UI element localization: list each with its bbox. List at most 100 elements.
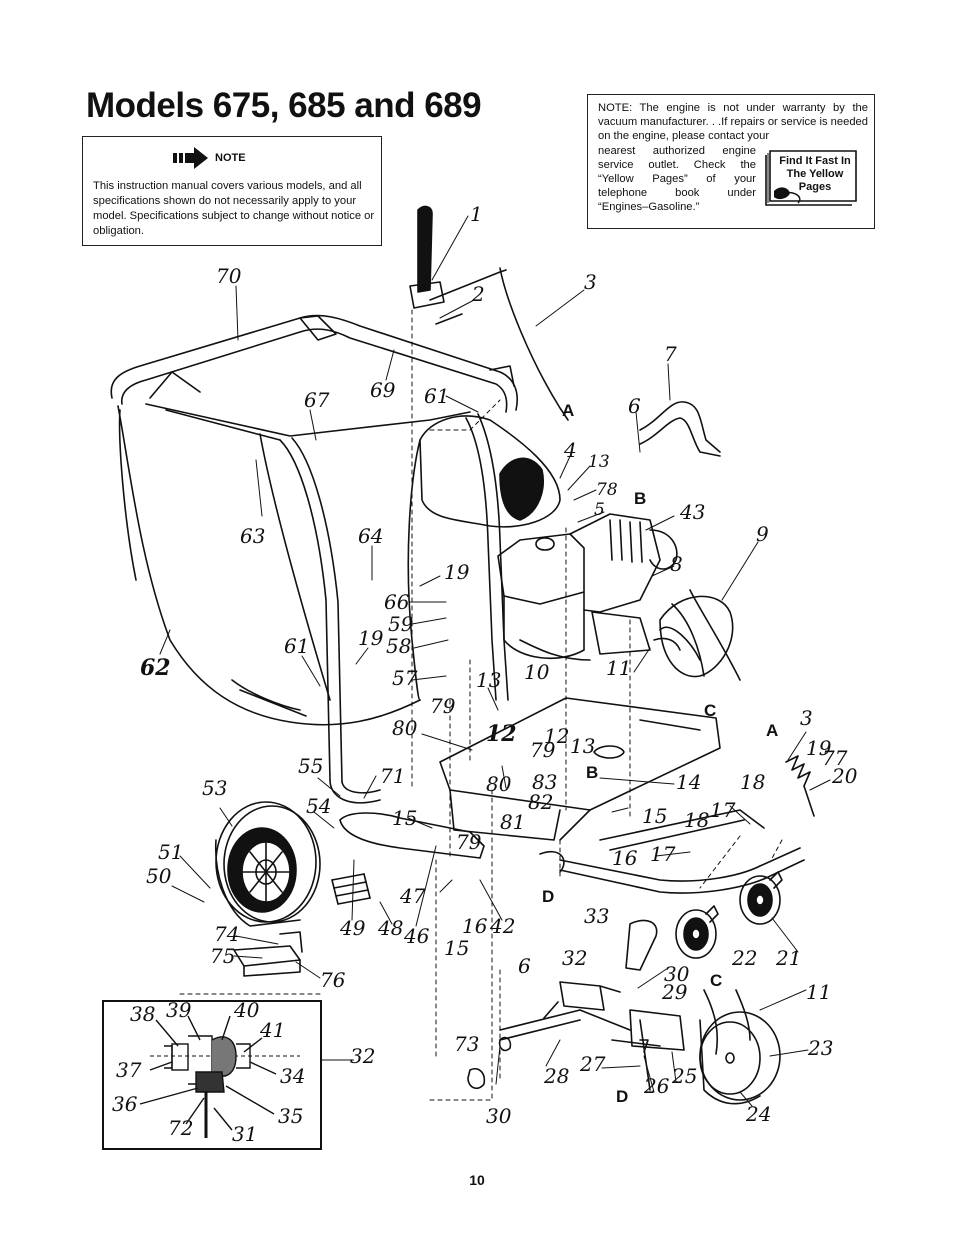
callout-46: 46 [404,924,430,948]
callout-17: 17 [710,798,736,822]
callout-7: 7 [664,342,677,366]
callout-73: 73 [454,1032,480,1056]
callout-69: 69 [370,378,396,402]
rear-wheel [214,801,321,927]
callout-63: 63 [240,524,266,548]
callout-24: 24 [746,1102,772,1126]
callout-33: 33 [584,904,610,928]
callout-5: 5 [594,500,605,520]
callout-79c: 79 [456,830,482,854]
callout-72: 72 [168,1116,194,1140]
callout-15b: 15 [642,804,668,828]
callout-40: 40 [234,998,260,1022]
ref-letter-a: A [562,401,575,420]
callout-20: 20 [832,764,858,788]
page-number: 10 [469,1172,485,1188]
callout-39: 39 [166,998,192,1022]
callout-37: 37 [116,1058,142,1082]
callout-6b: 6 [518,954,531,978]
drive-pulley [699,989,781,1105]
callout-50: 50 [146,864,172,888]
callout-8: 8 [670,552,683,576]
callout-21: 21 [776,946,802,970]
callout-83: 83 [532,770,558,794]
handle-frame [110,314,518,804]
inset-box [102,1000,322,1150]
callout-80b: 80 [486,772,512,796]
callout-61: 61 [424,384,450,408]
callout-79: 79 [430,694,456,718]
callout-43: 43 [680,500,706,524]
callout-58: 58 [386,634,412,658]
callout-1: 1 [470,202,483,226]
callout-15: 15 [392,806,418,830]
callout-36: 36 [112,1092,138,1116]
engine-note-text-top: NOTE: The engine is not under warranty b… [598,102,868,143]
ref-letter-d2: D [616,1087,629,1106]
callout-67: 67 [304,388,330,412]
drive-assembly [467,919,685,1091]
callout-3: 3 [584,270,597,294]
callout-75: 75 [210,944,236,968]
tension-spring [785,755,815,817]
callout-82: 82 [528,790,554,814]
callout-47: 47 [400,884,426,908]
housing-deck [439,697,721,841]
ref-letter-c: C [704,701,717,720]
note-header: NOTE [173,147,246,169]
callout-4: 4 [564,438,577,462]
callout-51: 51 [158,840,184,864]
callout-32: 32 [562,946,588,970]
callout-10: 10 [524,660,550,684]
callout-17b: 17 [650,842,676,866]
engine-note-box: NOTE: The engine is not under warranty b… [587,94,875,229]
callout-11b: 11 [806,980,832,1004]
callout-79b: 79 [530,738,556,762]
callout-38: 38 [130,1002,156,1026]
callout-13c: 13 [570,734,596,758]
callout-22: 22 [732,946,758,970]
callout-12: 12 [486,721,517,747]
callout-54: 54 [306,794,332,818]
callout-6: 6 [628,394,641,418]
caster-wheels [675,871,783,959]
callout-18: 18 [740,770,766,794]
callout-16: 16 [612,846,638,870]
callout-66: 66 [384,590,410,614]
ref-letter-b2: B [586,763,599,782]
callout-12b: 12 [544,724,570,748]
callout-74: 74 [214,922,240,946]
callout-23: 23 [808,1036,834,1060]
callout-31: 31 [232,1122,258,1146]
callout-28: 28 [544,1064,570,1088]
engine-note-text-bottom: nearest authorized engine service outlet… [598,144,756,214]
callout-42: 42 [490,914,516,938]
callout-80: 80 [392,716,418,740]
callout-64: 64 [358,524,384,548]
callout-49: 49 [340,916,366,940]
callout-13b: 13 [476,668,502,692]
bracket [639,401,721,457]
yellow-pages-book-icon: Find It Fast In The Yellow Pages [764,147,860,209]
callout-76: 76 [320,968,346,992]
callout-26: 26 [644,1074,670,1098]
page-title: Models 675, 685 and 689 [86,86,482,125]
collection-bag [117,405,561,726]
callout-15c: 15 [444,936,470,960]
frame-axle [339,809,805,894]
callout-34: 34 [280,1064,306,1088]
yellow-pages-text: Find It Fast In The Yellow Pages [779,155,851,193]
callout-16b: 16 [462,914,488,938]
callout-35: 35 [278,1104,304,1128]
callout-53: 53 [202,776,228,800]
arrow-right-icon [173,147,208,169]
callout-61b: 61 [284,634,310,658]
callout-19: 19 [444,560,470,584]
axle-bracket [233,931,303,977]
throttle-handle [409,205,569,421]
ref-letter-c2: C [710,971,723,990]
engine-note-text: NOTE: The engine is not under warranty b… [598,101,868,215]
callout-57: 57 [392,666,418,690]
engine [497,513,678,661]
